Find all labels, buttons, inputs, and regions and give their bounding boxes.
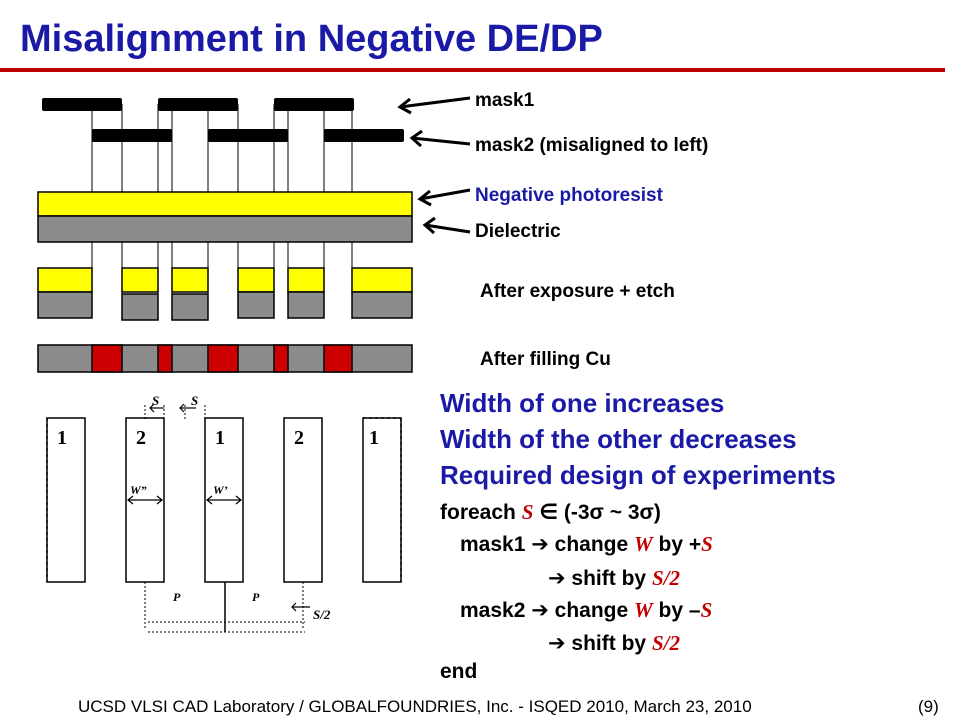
bullet-width-decreases: Width of the other decreases bbox=[440, 424, 797, 454]
page-number: (9) bbox=[918, 697, 939, 716]
element-of-symbol: ∈ bbox=[533, 501, 564, 524]
copper-lines bbox=[91, 344, 353, 373]
mask1-label: mask1 bbox=[475, 90, 535, 111]
after-filling-label: After filling Cu bbox=[480, 349, 611, 370]
p-label: P bbox=[252, 590, 260, 604]
line-number: 1 bbox=[215, 427, 225, 449]
bullet-design-of-experiments: Required design of experiments bbox=[440, 460, 836, 490]
code-foreach-line: foreach S ∈ (-3σ ~ 3σ) bbox=[440, 500, 661, 525]
code-mask1-line: mask1 ➔ change W by +S bbox=[460, 532, 713, 556]
w2-label: W” bbox=[130, 483, 147, 497]
dielectric-layer bbox=[37, 215, 413, 243]
layout-diagram bbox=[46, 403, 402, 633]
line-number: 1 bbox=[369, 427, 379, 449]
bullet-width-increases: Width of one increases bbox=[440, 388, 725, 418]
etched-stack bbox=[37, 267, 413, 321]
after-exposure-label: After exposure + etch bbox=[480, 281, 675, 302]
code-end-line: end bbox=[440, 660, 478, 683]
slide-footer: UCSD VLSI CAD Laboratory / GLOBALFOUNDRI… bbox=[78, 697, 752, 716]
s-label: S bbox=[152, 393, 160, 408]
code-mask2-line: mask2 ➔ change W by –S bbox=[460, 598, 713, 622]
mask1-bars bbox=[42, 98, 354, 111]
slide-title: Misalignment in Negative DE/DP bbox=[20, 18, 603, 60]
negative-photoresist-label: Negative photoresist bbox=[475, 185, 663, 206]
code-mask1-shift-line: ➔ shift by S/2 bbox=[548, 566, 680, 590]
s-label: S bbox=[191, 393, 199, 408]
line-number: 1 bbox=[57, 427, 67, 449]
dielectric-label: Dielectric bbox=[475, 221, 561, 242]
pointer-arrows bbox=[397, 96, 471, 235]
line-number: 2 bbox=[294, 427, 304, 449]
title-underline bbox=[0, 68, 945, 72]
code-mask2-shift-line: ➔ shift by S/2 bbox=[548, 631, 680, 655]
mask2-label: mask2 (misaligned to left) bbox=[475, 135, 709, 156]
line-number: 2 bbox=[136, 427, 146, 449]
p-label: P bbox=[173, 590, 181, 604]
sigma-range: (-3σ ~ 3σ) bbox=[563, 501, 661, 524]
s-variable: S bbox=[521, 500, 534, 524]
foreach-keyword: foreach bbox=[440, 501, 522, 524]
s-half-label: S/2 bbox=[313, 607, 331, 622]
w1-label: W’ bbox=[213, 483, 228, 497]
photoresist-layer bbox=[37, 191, 413, 217]
mask2-bars bbox=[92, 129, 404, 142]
